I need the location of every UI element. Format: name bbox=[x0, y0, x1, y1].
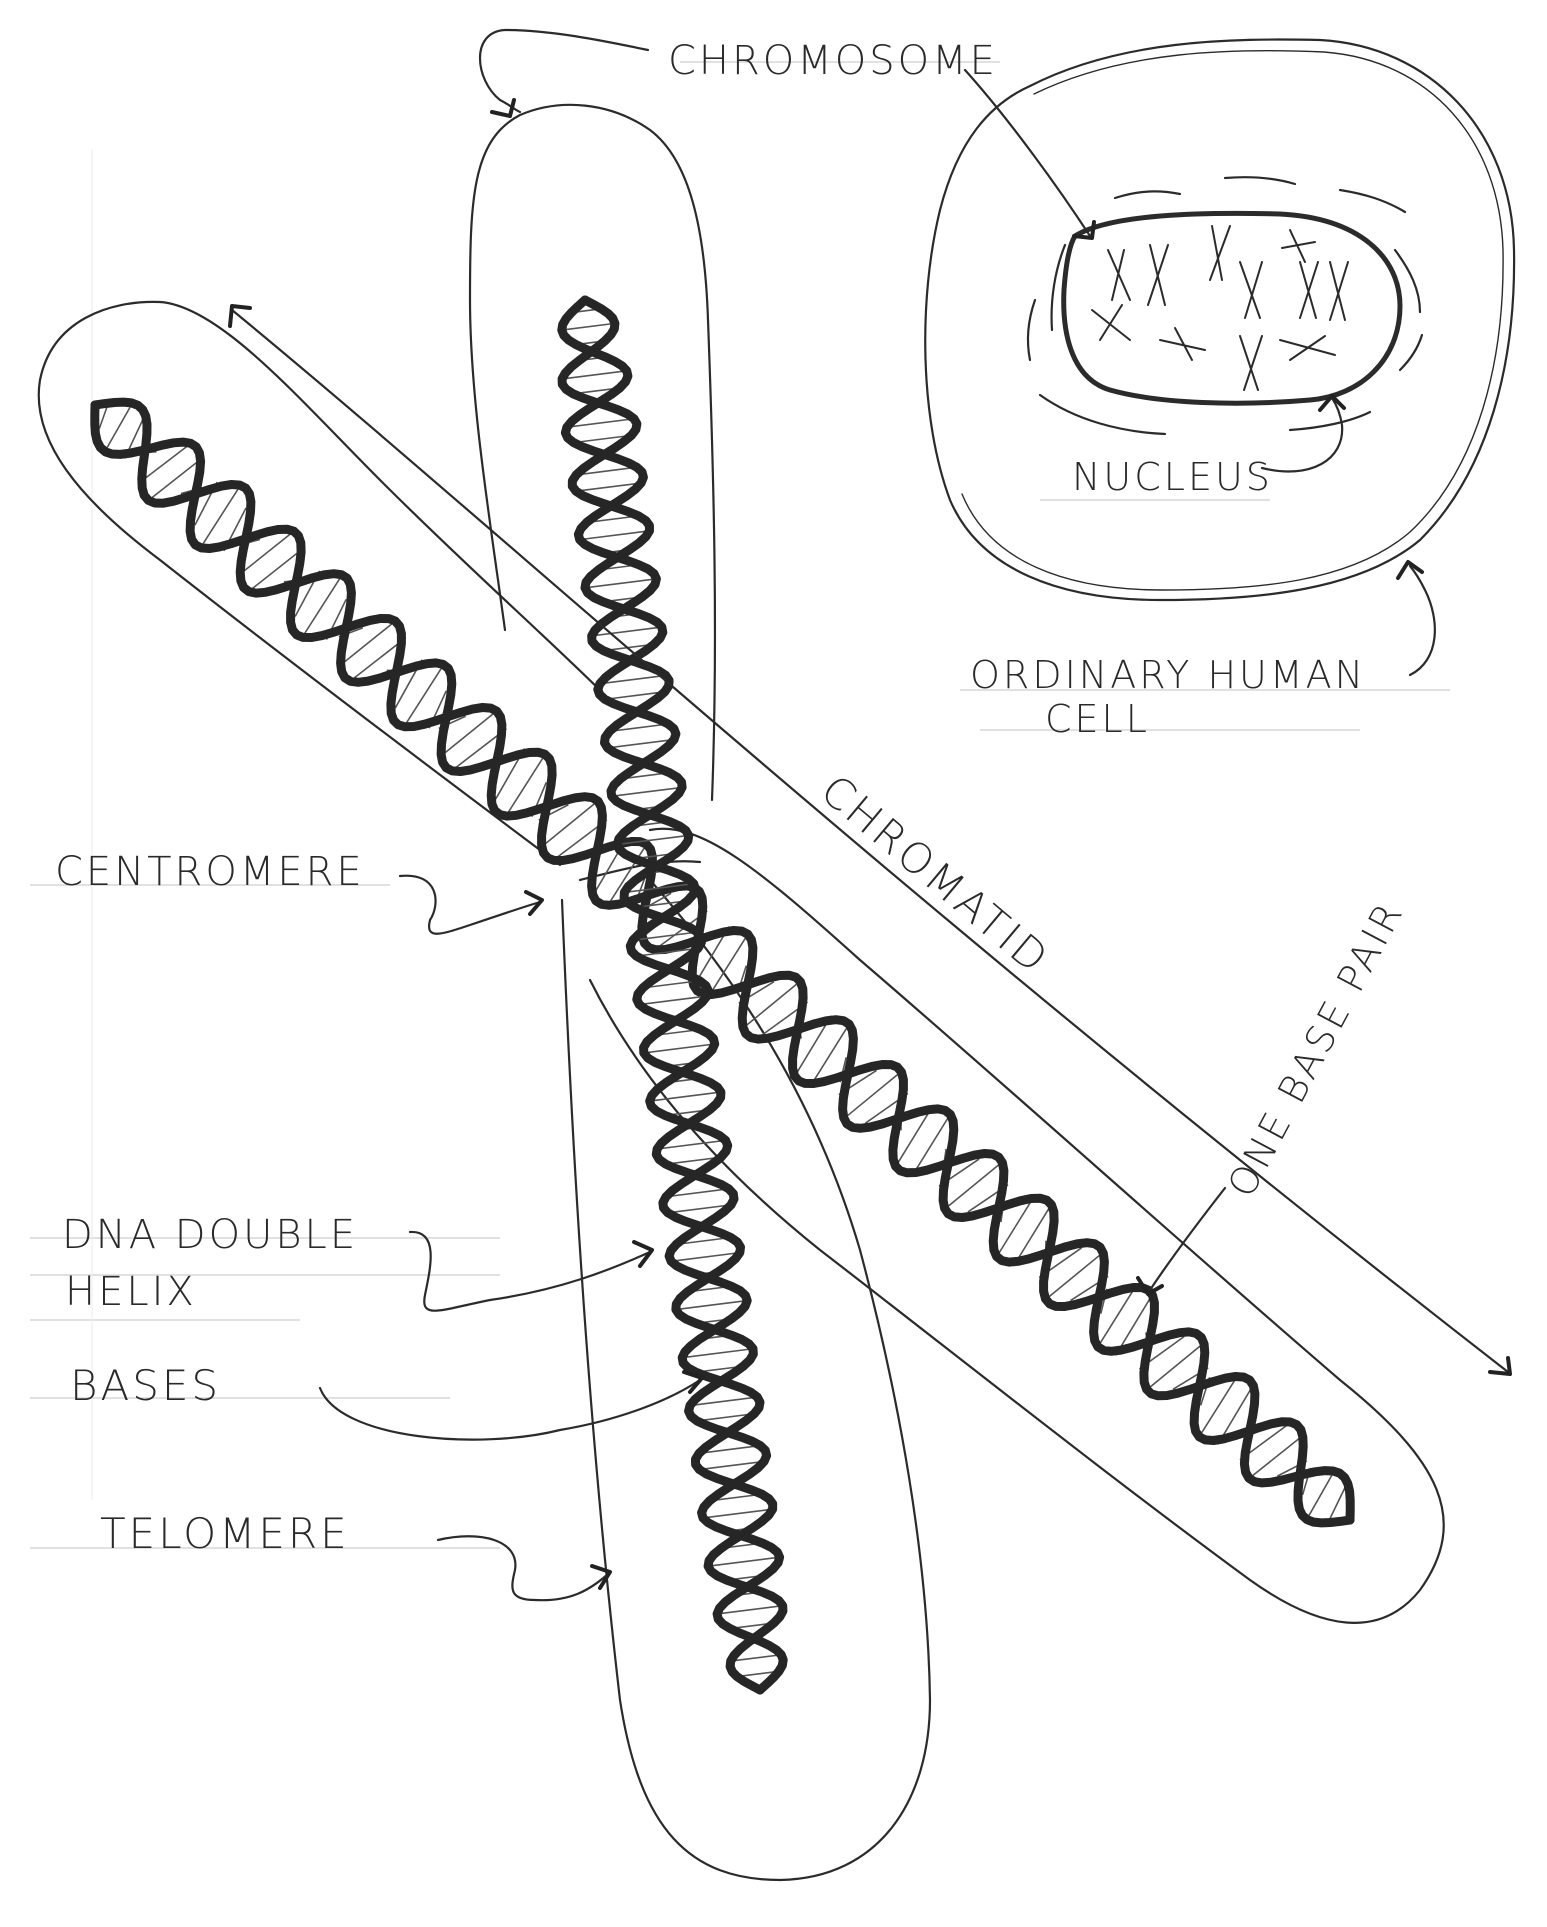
base-pair-rung bbox=[736, 1670, 780, 1678]
helix-vertical bbox=[557, 295, 788, 1695]
base-pair-rung bbox=[235, 532, 292, 578]
base-pair-rung bbox=[591, 626, 662, 637]
base-pair-rung bbox=[696, 1412, 755, 1422]
base-pair-rung bbox=[251, 546, 306, 590]
base-pair-rung bbox=[841, 1070, 903, 1121]
base-pair-rung bbox=[699, 1444, 761, 1455]
base-pair-rung bbox=[689, 1396, 758, 1407]
chromatid-arm-upper-right bbox=[468, 103, 717, 802]
base-pair-rung bbox=[401, 663, 445, 730]
base-pair-rung bbox=[636, 947, 699, 957]
cell-membrane bbox=[924, 38, 1516, 602]
base-pair-rung bbox=[607, 738, 675, 749]
label-chromosome: CHROMOSOME bbox=[668, 38, 998, 84]
base-pair-rung bbox=[1098, 1283, 1139, 1346]
base-pair-rung bbox=[562, 369, 627, 380]
base-pair-rung bbox=[667, 1204, 732, 1214]
base-pair-rung bbox=[649, 1091, 721, 1102]
base-pair-rung bbox=[604, 691, 665, 701]
base-pair-rung bbox=[730, 1653, 782, 1662]
base-pair-rung bbox=[717, 1604, 783, 1615]
helix-diagonal bbox=[90, 397, 1355, 1528]
leader-lines bbox=[228, 28, 1512, 1602]
base-pair-rung bbox=[609, 723, 669, 733]
base-pair-rung bbox=[611, 786, 683, 798]
base-pair-rung bbox=[605, 844, 647, 909]
base-pair-rung bbox=[575, 482, 642, 493]
base-pair-rung bbox=[437, 711, 496, 759]
base-pair-rung bbox=[943, 1160, 1004, 1211]
dna-double-helix bbox=[90, 295, 1355, 1695]
base-pair-rung bbox=[997, 1193, 1037, 1255]
base-pair-rung bbox=[199, 483, 242, 550]
base-pair-rung bbox=[708, 1556, 780, 1567]
base-pair-rung bbox=[682, 1347, 754, 1359]
base-pair-rung bbox=[538, 801, 598, 850]
base-pair-rung bbox=[1044, 1250, 1106, 1301]
label-dna-line1: DNA DOUBLE bbox=[62, 1212, 358, 1258]
ruled-lines bbox=[30, 61, 1450, 1549]
base-pair-rung bbox=[579, 530, 650, 541]
base-pair-rung bbox=[576, 466, 637, 476]
base-pair-rung bbox=[910, 1116, 950, 1178]
base-pair-rung bbox=[897, 1104, 935, 1164]
base-pair-rung bbox=[740, 980, 801, 1031]
base-pair-rung bbox=[632, 931, 698, 942]
base-pair-rung bbox=[675, 1299, 748, 1311]
base-pair-rung bbox=[1306, 1468, 1336, 1520]
human-cell bbox=[924, 38, 1516, 602]
chromatid-arm-lower-right bbox=[588, 827, 1445, 1624]
base-pair-rung bbox=[599, 674, 666, 685]
base-pair-rung bbox=[642, 979, 700, 989]
label-cell-line1: ORDINARY HUMAN bbox=[970, 653, 1366, 697]
base-pair-rung bbox=[1249, 1432, 1306, 1479]
base-pair-rung bbox=[584, 578, 657, 589]
base-pair-rung bbox=[624, 882, 694, 894]
base-pair-rung bbox=[336, 621, 394, 669]
labels: CHROMOSOME NUCLEUS ORDINARY HUMAN CELL C… bbox=[55, 38, 1412, 1558]
label-nucleus: NUCLEUS bbox=[1072, 455, 1273, 499]
base-pair-rung bbox=[657, 1139, 726, 1150]
mini-chromosomes bbox=[1091, 225, 1349, 391]
base-pair-rung bbox=[1146, 1340, 1207, 1391]
label-telomere: TELOMERE bbox=[100, 1509, 350, 1558]
base-pair-rung bbox=[699, 1460, 765, 1471]
base-pair-rung bbox=[1012, 1207, 1050, 1267]
base-pair-rung bbox=[573, 434, 632, 444]
base-pair-rung bbox=[702, 1508, 773, 1519]
sugar-phosphate-strand-a bbox=[557, 295, 788, 1695]
nucleus-outline bbox=[1061, 210, 1403, 406]
base-pair-rung bbox=[676, 1236, 731, 1246]
base-pair-rung bbox=[671, 1251, 740, 1263]
base-pair-rung bbox=[104, 400, 135, 452]
chromatid-arm-upper-left bbox=[37, 300, 612, 867]
base-pair-rung bbox=[707, 935, 748, 999]
base-pair-rung bbox=[566, 417, 635, 428]
base-pair-rung bbox=[561, 322, 615, 331]
chromatid-arm-lower-left bbox=[560, 878, 932, 1882]
base-pair-rung bbox=[643, 1043, 715, 1054]
chromosome-outline bbox=[37, 103, 1445, 1882]
label-one-base-pair: ONE BASE PAIR bbox=[1219, 893, 1412, 1204]
base-pair-rung bbox=[639, 995, 708, 1006]
base-pair-rung bbox=[149, 456, 205, 500]
sugar-phosphate-strand-b bbox=[90, 397, 1355, 1525]
label-dna-line2: HELIX bbox=[65, 1269, 197, 1315]
base-pair-rung bbox=[300, 573, 344, 640]
label-bases: BASES bbox=[70, 1361, 221, 1410]
sugar-phosphate-strand-a bbox=[90, 400, 1355, 1528]
base-pair-rung bbox=[808, 1025, 849, 1088]
base-pair-rung bbox=[617, 834, 689, 846]
label-cell-line2: CELL bbox=[1045, 697, 1150, 741]
base-pair-rung bbox=[503, 754, 546, 820]
label-centromere: CENTROMERE bbox=[55, 849, 365, 895]
sugar-phosphate-strand-b bbox=[557, 295, 788, 1695]
base-pair-rung bbox=[665, 1188, 729, 1198]
base-pair-rung bbox=[1199, 1372, 1240, 1436]
base-pair-rung bbox=[665, 1156, 722, 1165]
